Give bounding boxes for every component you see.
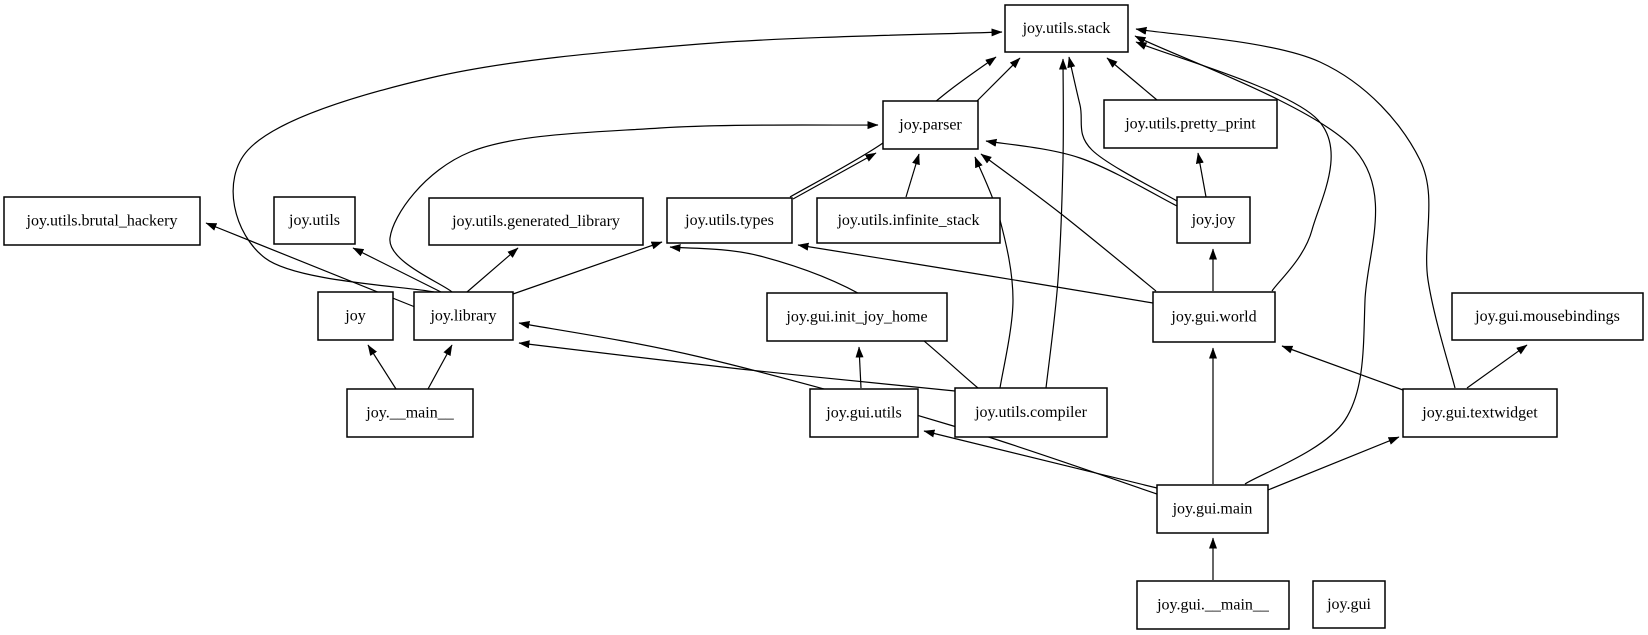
edge-joy-joy-to-joy-parser [985, 138, 1178, 207]
edge-joy-gui-main-to-joy-utils-stack [1134, 35, 1377, 485]
edge-joy-library-to-joy-utils-types [512, 241, 663, 295]
edge-joy-utils-types-to-joy-parser [792, 152, 877, 200]
node-joy-utils-compiler: joy.utils.compiler [954, 387, 1108, 438]
node-box-joy-joy [1176, 196, 1251, 244]
node-joy-gui-world: joy.gui.world [1152, 291, 1276, 343]
node-label-joy-utils-brutal-hackery: joy.utils.brutal_hackery [26, 213, 178, 230]
node-box-joy-utils [273, 196, 356, 245]
edges-layer [205, 26, 1528, 580]
node-joy-gui-textwidget: joy.gui.textwidget [1402, 388, 1558, 438]
node-box-joy-utils-compiler [954, 387, 1108, 438]
node-box-joy-utils-brutal-hackery [3, 196, 201, 246]
node-joy-gui-utils: joy.gui.utils [809, 388, 919, 438]
node-joy-utils: joy.utils [273, 196, 356, 245]
edge-joy-gui-world-to-joy-parser [980, 153, 1157, 292]
edge-joy-library-to-joy-utils-generated-library [466, 247, 519, 293]
edge-joy-gui-main-to-joy-gui-textwidget [1267, 436, 1400, 491]
edge-joy-joy-to-joy-utils-pretty-print [1195, 152, 1207, 198]
node-joy-joy: joy.joy [1176, 196, 1251, 244]
edge-joy-utils-infinite-stack-to-joy-parser [905, 153, 920, 198]
node-box-joy-utils-generated-library [428, 197, 644, 246]
node-label-joy-utils-pretty-print: joy.utils.pretty_print [1124, 116, 1256, 133]
node-box-joy-gui-main [1136, 580, 1290, 630]
node-box-joy-utils-types [666, 197, 793, 244]
edge-joy-gui-utils-to-joy-gui-init-joy-home [855, 346, 864, 389]
edge-joy-utils-compiler-to-joy-utils-types [669, 244, 979, 389]
node-label-joy-gui-main: joy.gui.main [1172, 501, 1253, 518]
node-box-joy-gui-main [1156, 484, 1269, 534]
node-joy-gui-init-joy-home: joy.gui.init_joy_home [766, 292, 948, 342]
node-box-joy-gui-world [1152, 291, 1276, 343]
edge-joy-main-to-joy [367, 344, 397, 390]
node-label-joy-library: joy.library [429, 308, 496, 325]
node-joy-main: joy.__main__ [346, 388, 474, 438]
nodes-layer: joy.utils.stack joy.parser joy.utils.prett… [3, 4, 1644, 630]
node-label-joy-gui-world: joy.gui.world [1170, 309, 1256, 326]
node-label-joy-utils-compiler: joy.utils.compiler [974, 404, 1088, 421]
node-box-joy-gui-init-joy-home [766, 292, 948, 342]
node-box-joy-utils-pretty-print [1103, 99, 1278, 149]
node-box-joy [317, 291, 394, 341]
node-label-joy-gui: joy.gui [1326, 596, 1371, 613]
edge-joy-utils-compiler-to-joy-utils-stack [1045, 58, 1068, 389]
node-joy-utils-brutal-hackery: joy.utils.brutal_hackery [3, 196, 201, 246]
node-box-joy-gui [1312, 580, 1386, 629]
node-joy-parser: joy.parser [882, 100, 979, 150]
node-label-joy-gui-init-joy-home: joy.gui.init_joy_home [785, 309, 927, 326]
edge-joy-gui-textwidget-to-joy-gui-world [1281, 345, 1404, 391]
node-joy-gui-mousebindings: joy.gui.mousebindings [1451, 292, 1644, 341]
node-joy: joy [317, 291, 394, 341]
node-box-joy-utils-stack [1004, 4, 1129, 53]
node-box-joy-gui-utils [809, 388, 919, 438]
node-joy-gui: joy.gui [1312, 580, 1386, 629]
edge-joy-library-to-joy-utils [352, 247, 442, 293]
node-joy-gui-main: joy.gui.main [1156, 484, 1269, 534]
node-label-joy-gui-main: joy.gui.__main__ [1156, 597, 1270, 614]
node-label-joy: joy [344, 308, 365, 325]
node-box-joy-gui-mousebindings [1451, 292, 1644, 341]
edge-joy-parser-to-joy-utils-stack [976, 57, 1021, 102]
edge-joy-utils-compiler-to-joy-parser [974, 156, 1014, 389]
edge-joy-library-to-joy-parser [389, 121, 879, 293]
node-label-joy-main: joy.__main__ [365, 405, 454, 422]
edge-joy-gui-textwidget-to-joy-utils-stack [1135, 26, 1456, 389]
node-joy-gui-main: joy.gui.__main__ [1136, 580, 1290, 630]
node-label-joy-parser: joy.parser [898, 117, 962, 134]
node-joy-utils-pretty-print: joy.utils.pretty_print [1103, 99, 1278, 149]
node-label-joy-utils-types: joy.utils.types [684, 212, 774, 229]
node-joy-library: joy.library [413, 291, 514, 341]
edge-joy-main-to-joy-library [427, 344, 453, 390]
node-label-joy-gui-textwidget: joy.gui.textwidget [1421, 405, 1538, 422]
node-label-joy-utils-stack: joy.utils.stack [1022, 20, 1111, 37]
node-box-joy-library [413, 291, 514, 341]
node-box-joy-main [346, 388, 474, 438]
node-box-joy-parser [882, 100, 979, 150]
node-label-joy-utils: joy.utils [288, 212, 340, 229]
edge-joy-utils-pretty-print-to-joy-utils-stack [1106, 57, 1158, 101]
node-label-joy-gui-mousebindings: joy.gui.mousebindings [1474, 308, 1620, 325]
node-box-joy-gui-textwidget [1402, 388, 1558, 438]
node-box-joy-utils-infinite-stack [816, 197, 1001, 244]
node-joy-utils-generated-library: joy.utils.generated_library [428, 197, 644, 246]
edge-joy-joy-to-joy-utils-stack [1067, 56, 1178, 202]
edge-joy-gui-textwidget-to-joy-gui-mousebindings [1466, 344, 1528, 389]
node-label-joy-joy: joy.joy [1191, 212, 1236, 229]
node-joy-utils-stack: joy.utils.stack [1004, 4, 1129, 53]
node-label-joy-gui-utils: joy.gui.utils [825, 405, 901, 422]
node-label-joy-utils-infinite-stack: joy.utils.infinite_stack [836, 212, 979, 229]
edge-joy-gui-world-to-joy-utils-types [797, 242, 1154, 304]
edge-joy-library-to-joy-utils-stack [232, 28, 1003, 293]
node-joy-utils-infinite-stack: joy.utils.infinite_stack [816, 197, 1001, 244]
node-label-joy-utils-generated-library: joy.utils.generated_library [451, 213, 620, 230]
edge-joy-utils-compiler-to-joy-library [518, 340, 956, 392]
edge-joy-gui-main-to-joy-gui-utils [923, 429, 1158, 489]
node-joy-utils-types: joy.utils.types [666, 197, 793, 244]
